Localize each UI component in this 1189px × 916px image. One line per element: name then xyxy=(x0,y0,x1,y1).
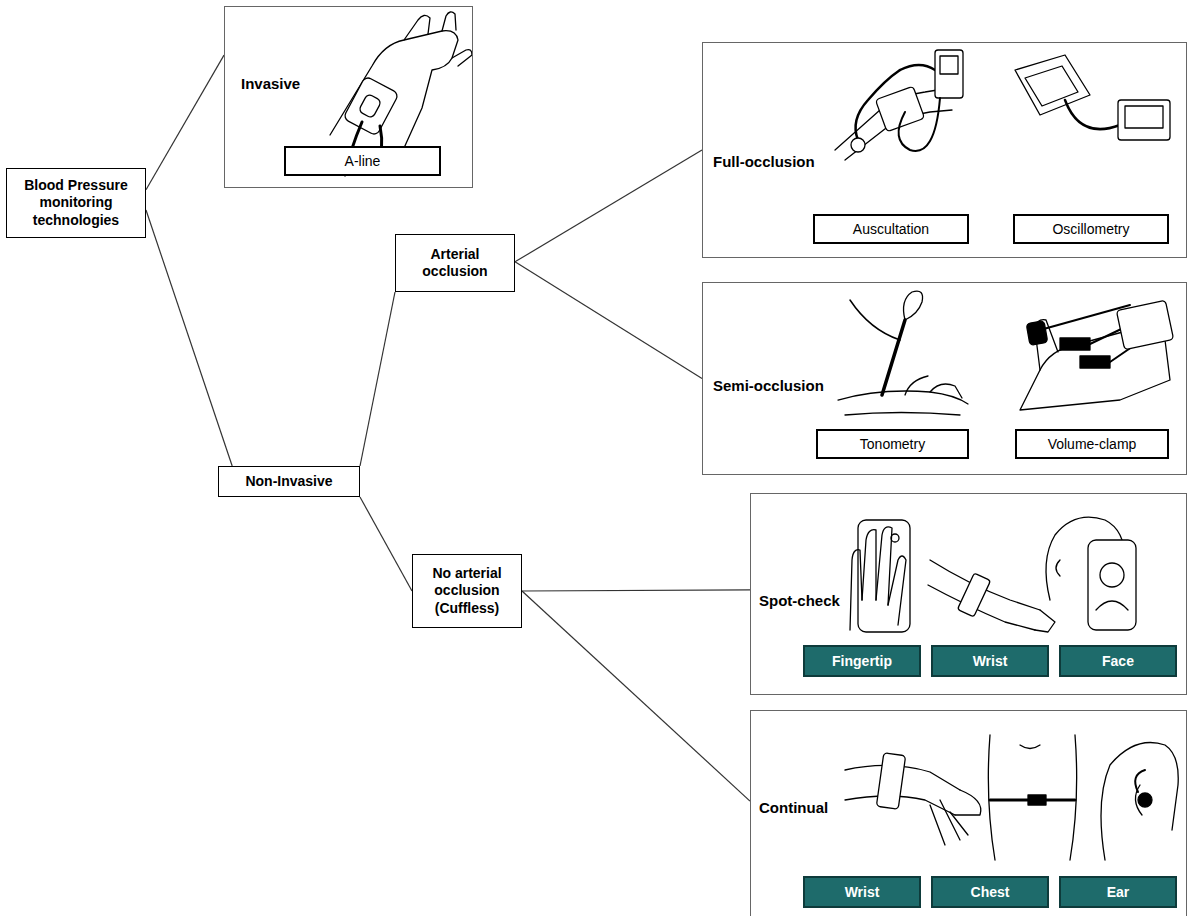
category-panel: ContinualWrist Chest Ear xyxy=(750,710,1187,916)
ear-device-illustration xyxy=(1101,743,1178,861)
method-label: Auscultation xyxy=(813,214,969,244)
node-text: Oscillometry xyxy=(1052,221,1129,237)
panel-heading: Semi-occlusion xyxy=(713,377,824,394)
site-label: Face xyxy=(1059,645,1177,677)
category-box: Non-Invasive xyxy=(218,466,360,497)
node-text: Arterial occlusion xyxy=(399,246,511,281)
node-text: No arterial occlusion (Cuffless) xyxy=(416,565,518,618)
site-label: Wrist xyxy=(931,645,1049,677)
chest-strap-illustration xyxy=(988,735,1076,860)
wrist-band-illustration xyxy=(928,560,1055,632)
node-text: Chest xyxy=(971,884,1010,900)
connector-line xyxy=(522,591,750,801)
connector-line xyxy=(360,497,412,591)
node-text: Wrist xyxy=(845,884,880,900)
node-text: Blood Pressure monitoring technologies xyxy=(11,177,141,230)
method-label: Tonometry xyxy=(816,429,969,459)
node-text: A-line xyxy=(345,153,381,169)
panel-heading: Spot-check xyxy=(759,592,840,609)
oscillometry-illustration xyxy=(1015,55,1170,140)
method-label: Oscillometry xyxy=(1013,214,1169,244)
site-label: Ear xyxy=(1059,876,1177,908)
node-text: Wrist xyxy=(973,653,1008,669)
connector-line xyxy=(522,590,750,591)
connector-line xyxy=(515,150,702,262)
auscultation-illustration xyxy=(835,50,963,160)
connector-line xyxy=(360,292,395,466)
category-panel: Full-occlusionAuscultation Oscillometry xyxy=(702,42,1187,258)
panel-heading: Continual xyxy=(759,799,828,816)
site-label: Chest xyxy=(931,876,1049,908)
root-box: Blood Pressure monitoring technologies xyxy=(6,168,146,238)
node-text: Non-Invasive xyxy=(245,473,332,491)
category-panel: Spot-checkFingertip Wrist Face xyxy=(750,493,1187,695)
face-phone-illustration xyxy=(1046,517,1136,630)
tonometry-illustration xyxy=(838,291,968,415)
node-text: Tonometry xyxy=(860,436,925,452)
site-label: Wrist xyxy=(803,876,921,908)
panel-heading: Invasive xyxy=(241,75,300,92)
fingertip-phone-illustration xyxy=(850,520,910,632)
node-text: Fingertip xyxy=(832,653,892,669)
node-text: Face xyxy=(1102,653,1134,669)
category-box: No arterial occlusion (Cuffless) xyxy=(412,554,522,628)
method-label: A-line xyxy=(284,146,441,176)
volume-clamp-illustration xyxy=(1020,300,1174,410)
node-text: Ear xyxy=(1107,884,1130,900)
category-panel: Semi-occlusionTonometry Volume-clamp xyxy=(702,282,1187,475)
connector-line xyxy=(146,210,232,466)
category-panel: InvasiveA-line xyxy=(224,6,473,188)
continual-wrist-illustration xyxy=(845,753,981,845)
node-text: Volume-clamp xyxy=(1048,436,1137,452)
site-label: Fingertip xyxy=(803,645,921,677)
method-label: Volume-clamp xyxy=(1015,429,1169,459)
panel-heading: Full-occlusion xyxy=(713,153,815,170)
connector-line xyxy=(146,55,224,190)
node-text: Auscultation xyxy=(853,221,929,237)
connector-line xyxy=(515,262,702,379)
category-box: Arterial occlusion xyxy=(395,234,515,292)
